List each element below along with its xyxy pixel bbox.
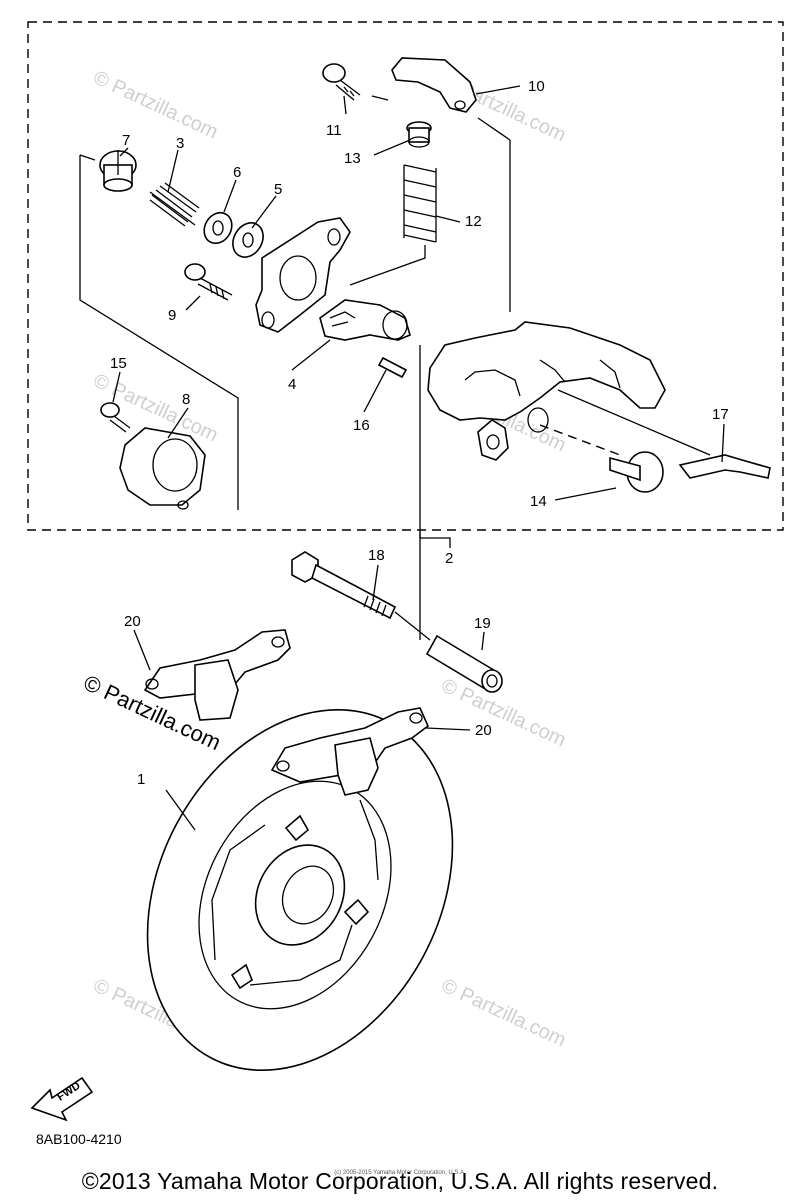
fwd-arrow-icon: FWD [30, 1076, 94, 1122]
callout-18: 18 [368, 547, 385, 564]
callout-1: 1 [137, 771, 145, 788]
actuator-housing [255, 217, 351, 333]
part-20-pad-upper [143, 629, 291, 721]
part-8-cover [119, 427, 206, 510]
part-17-plate [678, 454, 771, 479]
callout-15: 15 [110, 355, 127, 372]
fine-print: (c) 2005-2015 Yamaha Motor Corporation, … [334, 1170, 466, 1176]
part-12-spring [403, 164, 437, 243]
part-18-bolt [291, 551, 397, 620]
part-15-bolt [100, 402, 131, 433]
part-6-clip [203, 211, 233, 245]
assembly-lines [79, 95, 711, 640]
part-20-pad-lower [270, 707, 429, 796]
part-7-plunger [99, 150, 137, 192]
callout-7: 7 [122, 132, 130, 149]
part-10-bracket [391, 57, 477, 113]
callout-20-lower: 20 [475, 722, 492, 739]
callout-10: 10 [528, 78, 545, 95]
part-9-bolt [184, 263, 233, 301]
copyright-notice: ©2013 Yamaha Motor Corporation, U.S.A. A… [81, 1168, 719, 1194]
part-19-sleeve [425, 634, 503, 693]
callout-19: 19 [474, 615, 491, 632]
part-14-pin [609, 451, 664, 493]
part-5-washer [232, 222, 264, 258]
part-4-shaft [319, 299, 411, 341]
part-1-brake-disc [146, 709, 454, 1071]
callout-5: 5 [274, 181, 282, 198]
callout-9: 9 [168, 307, 176, 324]
callout-11: 11 [326, 122, 342, 139]
callout-leaders [112, 85, 725, 831]
watermark-1: © Partzilla.com [90, 67, 221, 144]
callout-14: 14 [530, 493, 547, 510]
caliper-body [427, 321, 666, 461]
leader-18-19 [394, 611, 431, 641]
callout-16: 16 [353, 417, 370, 434]
callout-12: 12 [465, 213, 482, 230]
part-3-spring [149, 182, 200, 227]
callout-20-upper: 20 [124, 613, 141, 630]
callout-6: 6 [233, 164, 241, 181]
watermark-5: © Partzilla.com [438, 675, 569, 752]
callout-numbers: 7 3 6 5 9 11 10 13 12 4 16 15 8 14 17 2 … [110, 78, 729, 788]
callout-13: 13 [344, 150, 361, 167]
callout-17: 17 [712, 406, 729, 423]
diagram-code: 8AB100-4210 [36, 1131, 122, 1147]
callout-2: 2 [445, 550, 453, 567]
watermark-7: © Partzilla.com [438, 975, 569, 1052]
part-13-cap [406, 121, 432, 148]
callout-4: 4 [288, 376, 296, 393]
subassembly-border [27, 21, 784, 531]
part-11-bolt [322, 63, 361, 101]
part-16-pin [377, 356, 408, 379]
callout-3: 3 [176, 135, 184, 152]
callout-8: 8 [182, 391, 190, 408]
